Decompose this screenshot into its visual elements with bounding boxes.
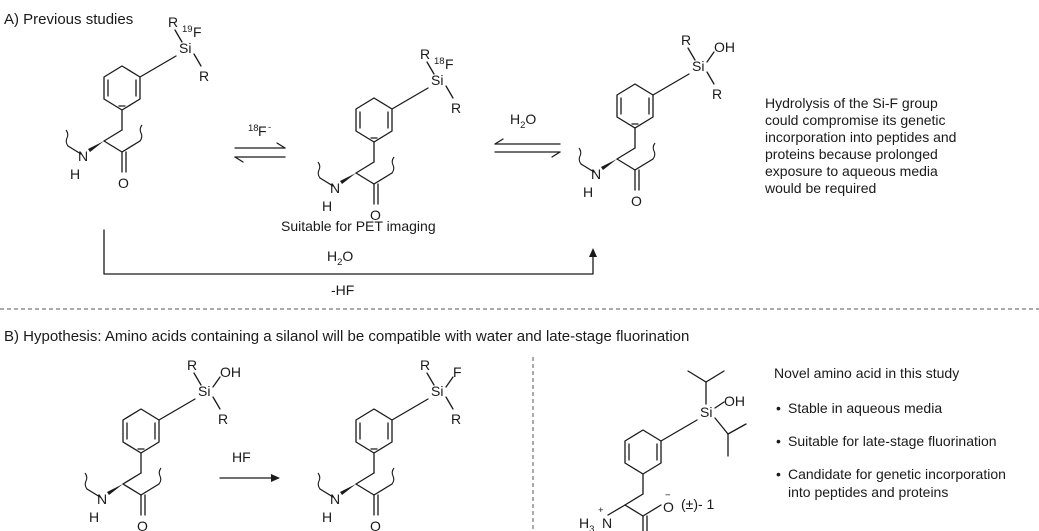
b2-n-atom: N: [330, 491, 340, 507]
b1-r-top: R: [187, 357, 197, 373]
compound-label: (±)- 1: [681, 496, 715, 512]
caption-pet-imaging: Suitable for PET imaging: [281, 218, 436, 234]
molecule-b2-fluorosilane: Si R F R N H O: [317, 357, 462, 531]
a2-f-atom: F: [445, 56, 454, 72]
b1-r-right: R: [218, 411, 228, 427]
molecule-b1-silanol: Si R OH R N H O: [84, 357, 241, 531]
section-b-title: B) Hypothesis: Amino acids containing a …: [4, 328, 689, 345]
a1-n-atom: N: [78, 148, 88, 164]
molecule-a3-silanol: Si R OH R N H O: [578, 32, 735, 209]
b2-h-atom: H: [322, 509, 332, 525]
a1-f-atom: F: [193, 24, 202, 40]
c1-oh-group: OH: [724, 393, 745, 409]
a3-o-atom: O: [631, 193, 642, 209]
bullet-dot-2: •: [776, 433, 781, 449]
a1-h-atom: H: [70, 166, 80, 182]
a1-si-atom: Si: [179, 40, 191, 56]
molecule-compound-1: Si OH N + H3 O − O: [579, 370, 747, 531]
c1-n-atom: N: [602, 515, 612, 531]
a2-o-atom: O: [370, 207, 381, 223]
bullet-dot-1: •: [776, 400, 781, 416]
reagent-18f-mass: 18: [248, 123, 259, 134]
a3-r-right: R: [712, 86, 722, 102]
bullet-3: Candidate for genetic incorporation: [788, 466, 1006, 482]
a1-r-top: R: [168, 14, 178, 30]
a3-oh-group: OH: [714, 39, 735, 55]
bottom-path-arrow: [103, 229, 597, 275]
bullet-dot-3: •: [776, 466, 781, 482]
b1-si-atom: Si: [198, 383, 210, 399]
molecule-a1-fluorosilane-19F: Si R 19 F R N H O: [65, 14, 209, 191]
c1-plus-charge: +: [598, 505, 604, 516]
reagent-fluoride: F: [258, 123, 267, 139]
a3-n-atom: N: [591, 166, 601, 182]
a1-r-right: R: [199, 68, 209, 84]
b1-n-atom: N: [97, 491, 107, 507]
b1-oh-group: OH: [220, 364, 241, 380]
reagent-minus-hf: -HF: [331, 282, 354, 298]
c1-minus-charge: −: [665, 490, 671, 501]
note-line-1: Hydrolysis of the Si-F group: [765, 95, 938, 111]
reagent-fluoride-charge: -: [268, 122, 271, 133]
a1-f19-mass: 19: [182, 24, 193, 35]
section-b-bullets: Novel amino acid in this study • Stable …: [774, 365, 1006, 500]
a3-si-atom: Si: [692, 58, 704, 74]
section-a-title: A) Previous studies: [4, 11, 133, 28]
molecule-a2-fluorosilane-18F: Si R 18 F R N H O: [317, 46, 461, 223]
equilibrium-arrows-1: [234, 142, 286, 163]
reagent-water-a: H2O: [510, 111, 536, 131]
note-line-4: proteins because prolonged: [765, 146, 938, 162]
bullet-2: Suitable for late-stage fluorination: [788, 433, 997, 449]
equilibrium-arrows-2: [494, 138, 561, 158]
b2-f-atom: F: [453, 364, 462, 380]
a2-r-top: R: [420, 46, 430, 62]
b1-h-atom: H: [89, 509, 99, 525]
note-line-6: would be required: [764, 180, 876, 196]
a3-h-atom: H: [583, 184, 593, 200]
c1-si-atom: Si: [700, 404, 712, 420]
a2-r-right: R: [451, 100, 461, 116]
b2-r-right: R: [451, 411, 461, 427]
a2-n-atom: N: [330, 180, 340, 196]
reagent-water-bottom: H2O: [327, 248, 353, 268]
b1-o-atom: O: [137, 518, 148, 531]
note-line-5: exposure to aqueous media: [765, 163, 938, 179]
a2-si-atom: Si: [431, 72, 443, 88]
note-line-2: could compromise its genetic: [765, 112, 946, 128]
b2-si-atom: Si: [431, 383, 443, 399]
section-a-note: Hydrolysis of the Si-F group could compr…: [764, 95, 956, 196]
reagent-hf: HF: [232, 449, 251, 465]
a2-h-atom: H: [322, 198, 332, 214]
note-line-3: incorporation into peptides and: [765, 129, 956, 145]
bullets-title: Novel amino acid in this study: [774, 365, 959, 381]
bullet-3-cont: into peptides and proteins: [788, 484, 948, 500]
a3-r-top: R: [681, 32, 691, 48]
a2-f18-mass: 18: [434, 56, 445, 67]
bullet-1: Stable in aqueous media: [788, 400, 942, 416]
c1-o-minus: O: [663, 499, 674, 515]
b2-r-top: R: [420, 357, 430, 373]
b2-o-atom: O: [370, 518, 381, 531]
a1-o-atom: O: [118, 175, 129, 191]
c1-h3: H3: [579, 515, 594, 531]
